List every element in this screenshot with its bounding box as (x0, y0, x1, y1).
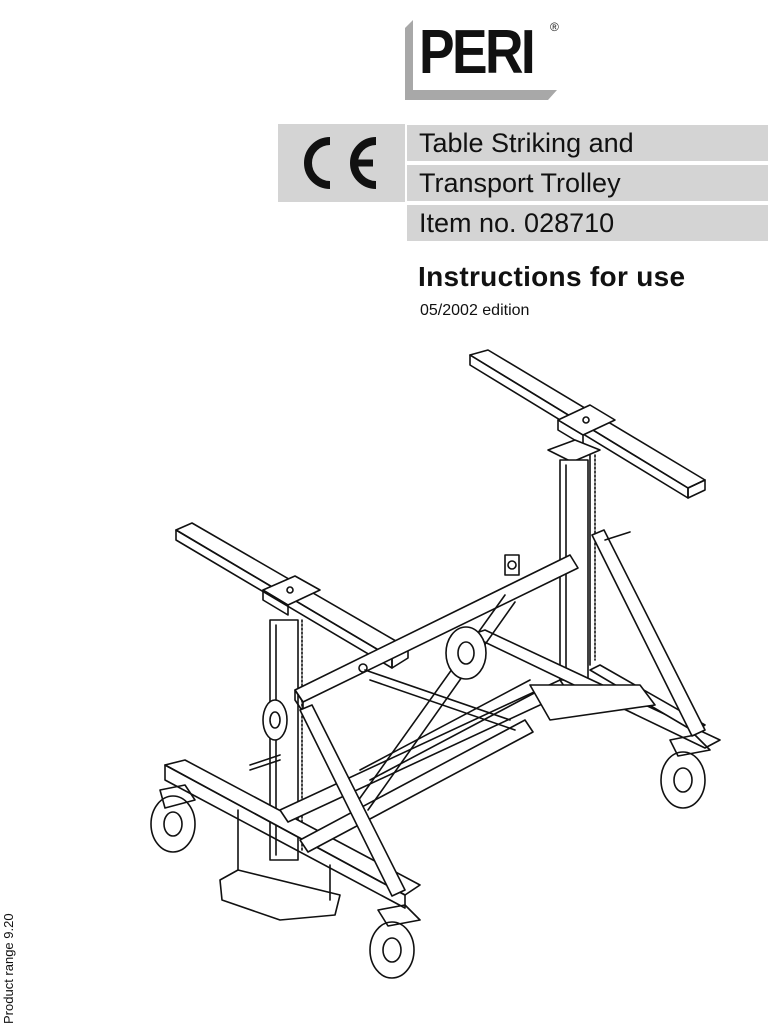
product-range-label: Product range 9.20 (1, 913, 16, 1024)
ce-mark-block (278, 124, 405, 202)
title-line-2: Transport Trolley (407, 165, 768, 201)
title-line-1: Table Striking and (407, 125, 768, 161)
trolley-illustration (120, 340, 768, 1010)
logo-frame-graphic (405, 20, 557, 100)
edition-text: 05/2002 edition (420, 302, 530, 319)
logo-wordmark: PERI (419, 18, 536, 87)
ce-mark-icon (304, 137, 377, 189)
peri-logo: PERI ® (405, 20, 563, 102)
document-heading: Instructions for use (418, 261, 686, 292)
registered-mark: ® (550, 20, 559, 34)
item-number: Item no. 028710 (407, 205, 768, 241)
